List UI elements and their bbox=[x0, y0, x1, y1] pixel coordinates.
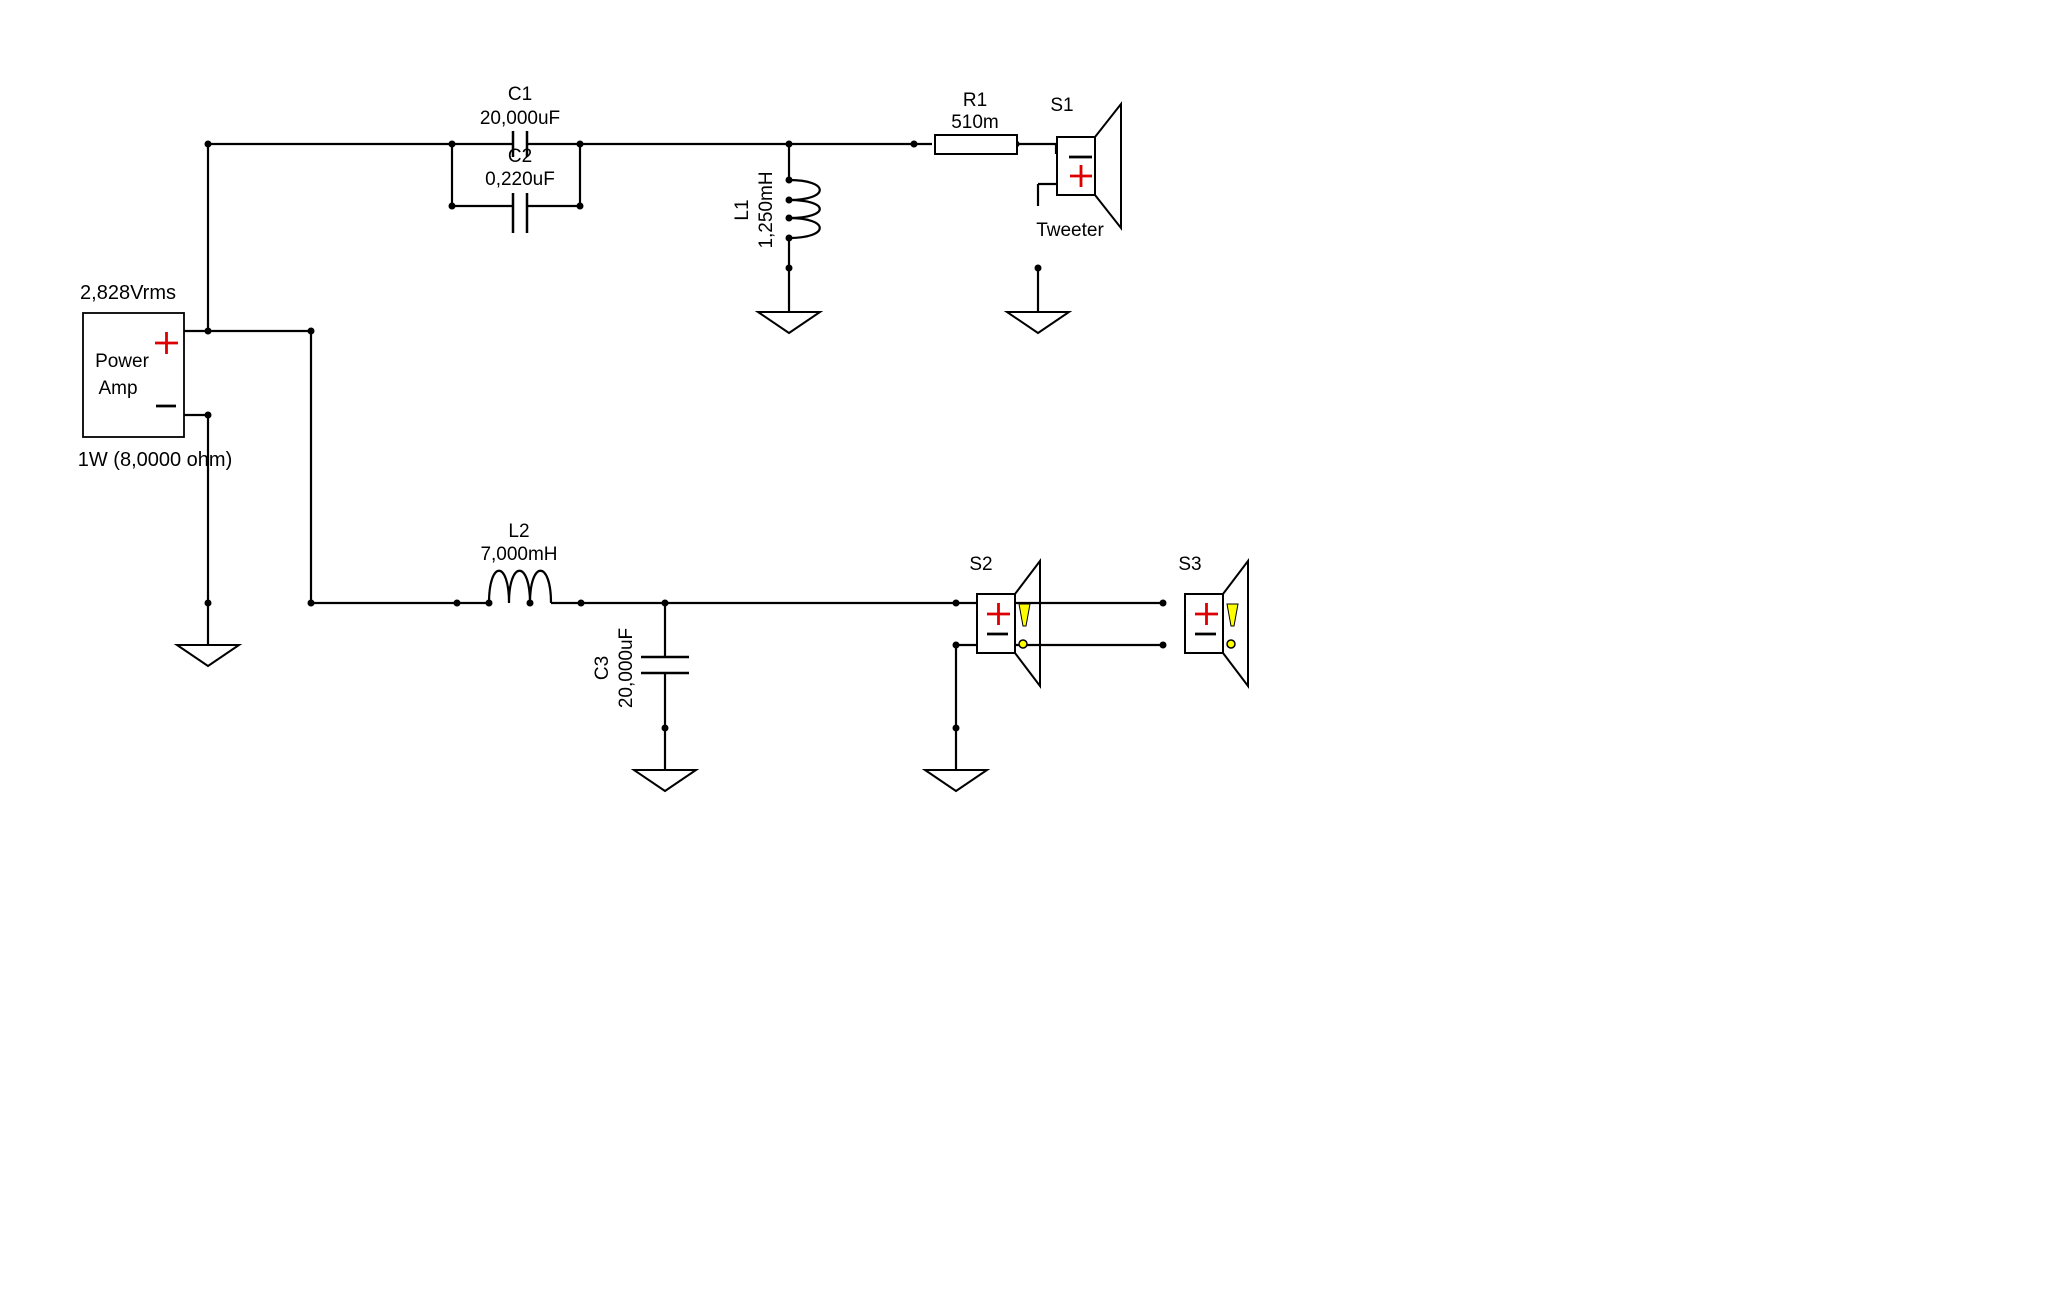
power-amp-source[interactable]: Power Amp bbox=[82, 312, 185, 438]
ground-icon bbox=[754, 311, 824, 335]
junction-dot bbox=[952, 599, 960, 607]
capacitor-c1[interactable] bbox=[511, 131, 529, 157]
ground-icon bbox=[1003, 311, 1073, 335]
speaker-s2[interactable] bbox=[976, 558, 1041, 689]
junction-dot bbox=[307, 599, 315, 607]
junction-dot bbox=[307, 327, 315, 335]
speaker-s3[interactable] bbox=[1184, 558, 1249, 689]
c2-ref-label: C2 bbox=[508, 146, 532, 167]
junction-dot bbox=[910, 140, 918, 148]
speaker-s1[interactable] bbox=[1056, 101, 1122, 231]
junction-dot bbox=[952, 641, 960, 649]
s1-type-label: Tweeter bbox=[1036, 220, 1104, 241]
junction-dot bbox=[448, 140, 456, 148]
source-voltage-label: 2,828Vrms bbox=[80, 282, 176, 304]
plus-terminal-icon bbox=[1070, 165, 1092, 187]
r1-value-label: 510m bbox=[951, 112, 999, 133]
plus-terminal-icon bbox=[155, 332, 178, 354]
l2-ref-label: L2 bbox=[508, 521, 529, 542]
power-amp-name-line2: Amp bbox=[98, 378, 137, 399]
junction-dot bbox=[785, 264, 793, 272]
c3-value-label: 20,000uF bbox=[616, 628, 637, 708]
capacitor-c2[interactable] bbox=[511, 193, 529, 233]
plus-terminal-icon bbox=[1195, 603, 1218, 625]
junction-dot bbox=[576, 140, 584, 148]
inductor-icon bbox=[487, 569, 553, 604]
resistor-icon bbox=[934, 134, 1018, 155]
r1-ref-label: R1 bbox=[963, 90, 987, 111]
speaker-cone bbox=[1094, 101, 1122, 231]
junction-dot bbox=[661, 599, 669, 607]
junction-dot bbox=[204, 411, 212, 419]
c1-value-label: 20,000uF bbox=[480, 108, 560, 129]
junction-dot bbox=[1034, 264, 1042, 272]
l2-value-label: 7,000mH bbox=[480, 544, 557, 565]
junction-dot bbox=[952, 724, 960, 732]
wires bbox=[184, 142, 1163, 770]
warning-icon bbox=[1018, 603, 1031, 627]
plus-terminal-icon bbox=[987, 603, 1010, 625]
l1-value-label: 1,250mH bbox=[756, 171, 777, 248]
ground-icon bbox=[173, 644, 243, 668]
junction-dot bbox=[576, 202, 584, 210]
warning-dot bbox=[1018, 639, 1028, 649]
junction-dot bbox=[661, 724, 669, 732]
junction-dot bbox=[1159, 641, 1167, 649]
c3-ref-label: C3 bbox=[592, 656, 613, 680]
junction-dot bbox=[577, 599, 585, 607]
l1-ref-label: L1 bbox=[732, 199, 753, 220]
c1-ref-label: C1 bbox=[508, 84, 532, 105]
grounds bbox=[173, 311, 1073, 793]
speaker-cone bbox=[1222, 558, 1249, 689]
power-amp-box bbox=[82, 312, 185, 438]
ground-icon bbox=[630, 769, 700, 793]
resistor-r1[interactable] bbox=[934, 134, 1018, 155]
junction-dot bbox=[204, 140, 212, 148]
junction-dot bbox=[204, 327, 212, 335]
speaker-icon bbox=[976, 593, 1016, 654]
inductor-l1[interactable] bbox=[788, 178, 821, 240]
junction-dot bbox=[785, 140, 793, 148]
power-amp-name-line1: Power bbox=[95, 351, 150, 372]
c2-value-label: 0,220uF bbox=[485, 169, 555, 190]
capacitor-c3[interactable] bbox=[641, 655, 689, 675]
junction-dot bbox=[1159, 599, 1167, 607]
speaker-cone bbox=[1014, 558, 1041, 689]
s2-ref-label: S2 bbox=[969, 554, 992, 575]
source-rating-label: 1W (8,0000 ohm) bbox=[78, 449, 233, 471]
s3-ref-label: S3 bbox=[1178, 554, 1201, 575]
inductor-l2[interactable] bbox=[487, 569, 553, 604]
warning-icon bbox=[1226, 603, 1239, 627]
warning-dot bbox=[1226, 639, 1236, 649]
inductor-icon bbox=[788, 178, 821, 240]
speaker-icon bbox=[1184, 593, 1224, 654]
junction-dot bbox=[448, 202, 456, 210]
junction-dot bbox=[204, 599, 212, 607]
junction-dot bbox=[453, 599, 461, 607]
speaker-icon bbox=[1056, 136, 1096, 196]
ground-icon bbox=[921, 769, 991, 793]
s1-ref-label: S1 bbox=[1050, 95, 1073, 116]
